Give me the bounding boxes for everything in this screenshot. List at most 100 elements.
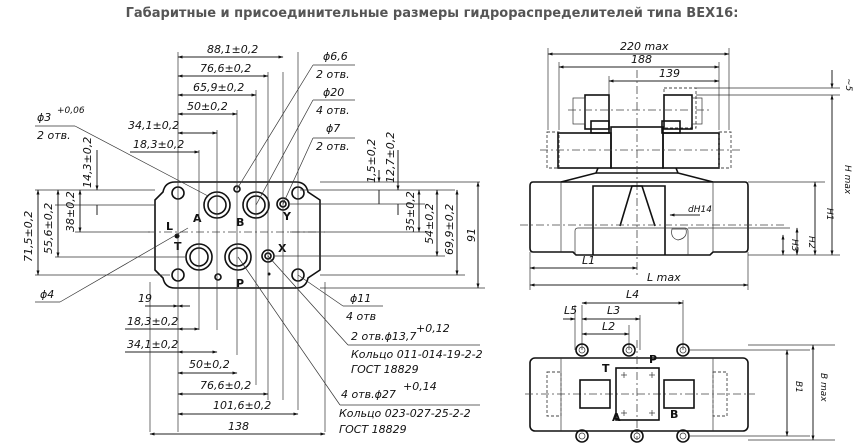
dim-19: 19 <box>138 292 152 305</box>
dim-l5: L5 <box>564 304 577 317</box>
plan-right-override <box>712 371 728 417</box>
dim-220-max: 220 max <box>620 40 669 53</box>
port-label-l: L <box>166 220 173 233</box>
callout-phi6-6: ϕ6,6 <box>323 50 348 63</box>
dim-12-7: 12,7±0,2 <box>384 132 397 183</box>
plan-port-p: P <box>649 353 657 366</box>
dim-l1: L1 <box>582 254 595 267</box>
dim-h2: H2 <box>806 236 816 249</box>
dim-b-max: B max <box>818 373 828 402</box>
port-label-b: B <box>236 216 244 229</box>
bottom-dimension-lines <box>125 304 326 436</box>
side-extension-lines <box>688 87 840 256</box>
dim-34-1-bottom: 34,1±0,2 <box>127 338 178 351</box>
plan-extension-lines <box>574 300 684 350</box>
page-title: Габаритные и присоединительные размеры г… <box>125 6 739 21</box>
dim-18-3-bottom: 18,3±0,2 <box>127 315 178 328</box>
body-lower-recess <box>574 227 689 255</box>
bottom-extension-lines <box>529 252 749 290</box>
side-dimension-lines <box>781 70 834 256</box>
dim-139: 139 <box>659 67 680 80</box>
valve-plan-view: L4 L3 L5 L2 P T A <box>525 288 835 443</box>
callout-leaders-bottom <box>237 255 480 406</box>
thread-label: dH14 <box>688 205 712 215</box>
callout-phi20: ϕ20 <box>323 86 344 99</box>
body-center-block <box>592 185 666 255</box>
dim-188: 188 <box>631 53 652 66</box>
dim-91: 91 <box>465 228 478 242</box>
callout-phi6-6-count: 2 отв. <box>316 68 350 81</box>
dim-h3: H3 <box>789 239 799 252</box>
callout-phi4: ϕ4 <box>40 288 54 301</box>
dim-88-1: 88,1±0,2 <box>207 43 258 56</box>
pin-hole <box>214 273 222 281</box>
callout-phi7: ϕ7 <box>326 122 340 135</box>
callout-phi3: ϕ3 <box>37 111 51 124</box>
plan-pilot-valve <box>615 367 660 421</box>
dim-l4: L4 <box>626 288 639 301</box>
dim-b1: B1 <box>793 381 803 393</box>
callout-leaders-top <box>35 64 355 206</box>
port-label-p: P <box>236 277 244 290</box>
callout-ring2-standard: ГОСТ 18829 <box>339 423 407 436</box>
plan-left-override <box>546 371 562 417</box>
callout-ring1-standard: ГОСТ 18829 <box>351 363 419 376</box>
callout-ring1-part: Кольцо 011-014-19-2-2 <box>351 348 483 361</box>
dim-h1: H1 <box>824 208 834 221</box>
plan-side-extension-lines <box>689 344 835 441</box>
front-top-dimension-lines <box>547 52 730 83</box>
top-dimension-lines <box>130 55 284 154</box>
callout-phi11-count: 4 отв <box>346 310 376 323</box>
dim-76-6: 76,6±0,2 <box>200 62 251 75</box>
left-connector-gland <box>572 97 586 125</box>
callout-phi3-count: 2 отв. <box>37 129 71 142</box>
front-bottom-dimension-lines <box>529 266 749 287</box>
callout-ring2-part: Кольцо 023-027-25-2-2 <box>339 407 471 420</box>
left-plug-base <box>590 120 610 134</box>
spool-cavity <box>619 185 656 227</box>
callout-ring1-tolerance: +0,12 <box>416 322 450 335</box>
port-label-x: X <box>278 242 287 255</box>
threaded-hole <box>671 228 687 241</box>
dim-69-9: 69,9±0,2 <box>443 204 456 255</box>
plan-port-t: T <box>602 362 610 375</box>
dim-138: 138 <box>228 420 249 433</box>
callout-phi11: ϕ11 <box>350 292 371 305</box>
dim-34-1: 34,1±0,2 <box>128 119 179 132</box>
plate-outline <box>154 181 321 289</box>
dim-18-3: 18,3±0,2 <box>133 138 184 151</box>
port-p <box>224 243 252 271</box>
left-solenoid <box>557 132 612 169</box>
left-dimension-lines <box>36 150 99 276</box>
callout-ring2-tolerance: +0,14 <box>403 380 437 393</box>
dim-55-6: 55,6±0,2 <box>42 203 55 254</box>
right-dimension-lines <box>377 150 480 289</box>
plan-left-solenoid <box>579 379 611 409</box>
dim-35: 35±0,2 <box>404 191 417 232</box>
dim-h-max: H max <box>842 165 852 195</box>
dim-l3: L3 <box>607 304 620 317</box>
dim-76-6-bottom: 76,6±0,2 <box>200 379 251 392</box>
dim-101-6: 101,6±0,2 <box>213 399 271 412</box>
valve-front-view: 220 max 188 139 dH14 <box>520 40 853 290</box>
left-connector <box>584 94 610 130</box>
main-valve-body <box>529 181 749 256</box>
plan-side-dimension-lines <box>785 344 815 441</box>
right-connector-gland <box>691 97 703 125</box>
plan-right-solenoid <box>663 379 695 409</box>
callout-phi3-tolerance: +0,06 <box>57 106 85 116</box>
dim-50: 50±0,2 <box>187 100 228 113</box>
right-solenoid <box>662 132 720 169</box>
port-label-a: A <box>193 212 202 225</box>
callout-phi20-count: 4 отв. <box>316 104 350 117</box>
dim-14-3: 14,3±0,2 <box>81 137 94 188</box>
dim-approx-5: ~5 <box>843 78 853 92</box>
dim-l-max: L max <box>647 271 681 284</box>
plan-dimension-lines <box>563 301 684 336</box>
dim-71-5: 71,5±0,2 <box>22 211 35 262</box>
callout-ring2-holes: 4 отв.ϕ27 <box>341 388 396 401</box>
dim-65-9: 65,9±0,2 <box>193 81 244 94</box>
dim-54: 54±0,2 <box>423 203 436 244</box>
plan-port-a: A <box>612 411 621 424</box>
right-connector <box>663 94 693 130</box>
